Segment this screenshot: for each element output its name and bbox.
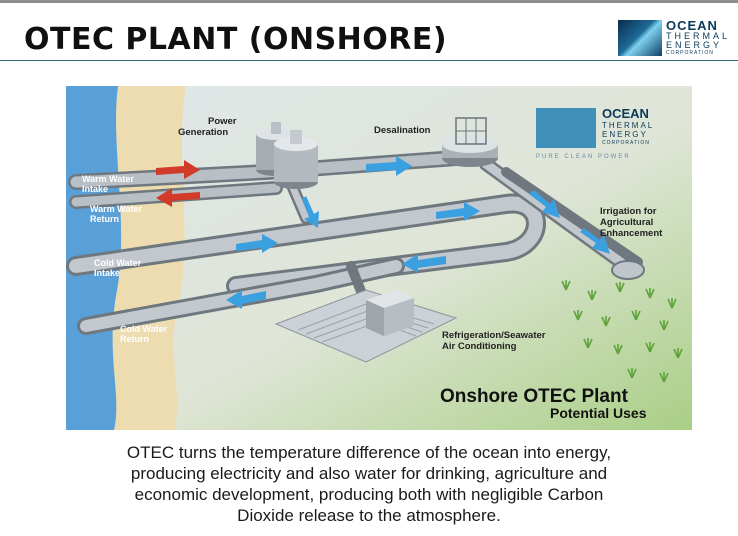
label-power-generation-1: Power bbox=[208, 116, 237, 127]
label-warm-return-1: Warm Water bbox=[90, 204, 142, 214]
caption-line-3: economic development, producing both wit… bbox=[134, 485, 604, 504]
diagram-subheading: Potential Uses bbox=[550, 405, 647, 421]
caption-line-1: OTEC turns the temperature difference of… bbox=[126, 443, 612, 462]
warm-return-arrow bbox=[156, 188, 200, 207]
otec-diagram: OCEAN THERMAL ENERGY CORPORATION PURE CL… bbox=[66, 86, 692, 430]
label-warm-return-2: Return bbox=[90, 214, 119, 224]
refrigeration-building bbox=[274, 289, 458, 363]
label-irrigation-3: Enhancement bbox=[600, 228, 663, 239]
cold-return-arrow bbox=[226, 290, 266, 309]
logo-line-3: ENERGY bbox=[666, 40, 723, 50]
label-cold-return-2: Return bbox=[120, 334, 149, 344]
irrigation-outlet bbox=[611, 260, 645, 280]
label-warm-intake-2: Intake bbox=[82, 184, 108, 194]
diagram-logo-tagline: PURE CLEAN POWER bbox=[536, 154, 631, 160]
diagram-logo-mark-icon bbox=[536, 108, 596, 148]
label-cold-return-1: Cold Water bbox=[120, 324, 168, 334]
diagram-logo: OCEAN THERMAL ENERGY CORPORATION PURE CL… bbox=[536, 106, 654, 160]
otec-diagram-svg: OCEAN THERMAL ENERGY CORPORATION PURE CL… bbox=[66, 86, 692, 430]
irrigation-arrow-2 bbox=[580, 228, 610, 254]
cold-flow-arrow bbox=[436, 202, 480, 221]
grass-field bbox=[561, 280, 683, 383]
slide-title: OTEC PLANT (ONSHORE) bbox=[24, 22, 448, 57]
diagram-logo-line-3: ENERGY bbox=[602, 130, 648, 139]
logo-mark-icon bbox=[618, 20, 662, 56]
ocean-thermal-energy-logo: OCEAN THERMAL ENERGY CORPORATION bbox=[618, 18, 738, 58]
label-refrigeration-2: Air Conditioning bbox=[442, 341, 517, 352]
label-power-generation-2: Generation bbox=[178, 127, 228, 138]
power-feed-arrow bbox=[302, 196, 319, 228]
diagram-heading: Onshore OTEC Plant bbox=[440, 386, 629, 407]
logo-line-4: CORPORATION bbox=[666, 50, 714, 56]
label-cold-intake-1: Cold Water bbox=[94, 258, 142, 268]
irrigation-arrow-1 bbox=[529, 190, 560, 218]
logo-line-2: THERMAL bbox=[666, 31, 731, 41]
caption-line-2: producing electricity and also water for… bbox=[130, 464, 608, 483]
caption-line-4: Dioxide release to the atmosphere. bbox=[237, 506, 501, 525]
irrigation-pipe-2 bbox=[501, 167, 643, 267]
label-cold-intake-2: Intake bbox=[94, 268, 120, 278]
caption: OTEC turns the temperature difference of… bbox=[60, 442, 678, 526]
cold-return-pipe-highlight bbox=[80, 260, 402, 332]
diagram-logo-line-2: THERMAL bbox=[602, 121, 654, 130]
label-warm-intake-1: Warm Water bbox=[82, 174, 134, 184]
logo-text: OCEAN THERMAL ENERGY CORPORATION bbox=[666, 19, 730, 57]
desalination-plant bbox=[442, 117, 498, 167]
flow-arrows bbox=[156, 156, 610, 309]
diagram-logo-line-4: CORPORATION bbox=[602, 140, 650, 146]
label-desalination: Desalination bbox=[374, 125, 431, 136]
title-rule bbox=[0, 60, 738, 61]
top-border bbox=[0, 0, 738, 3]
power-generation-plant bbox=[256, 122, 318, 189]
cold-back-arrow bbox=[402, 254, 446, 273]
label-irrigation-2: Agricultural bbox=[600, 217, 653, 228]
warm-flow-arrow bbox=[366, 156, 412, 176]
diagram-logo-line-1: OCEAN bbox=[602, 106, 649, 121]
cold-intake-pipe-highlight bbox=[69, 196, 543, 293]
label-irrigation-1: Irrigation for bbox=[600, 206, 657, 217]
cold-intake-arrow bbox=[236, 234, 278, 253]
warm-intake-arrow bbox=[156, 160, 200, 179]
label-refrigeration-1: Refrigeration/Seawater bbox=[442, 330, 546, 341]
logo-line-1: OCEAN bbox=[666, 18, 718, 33]
